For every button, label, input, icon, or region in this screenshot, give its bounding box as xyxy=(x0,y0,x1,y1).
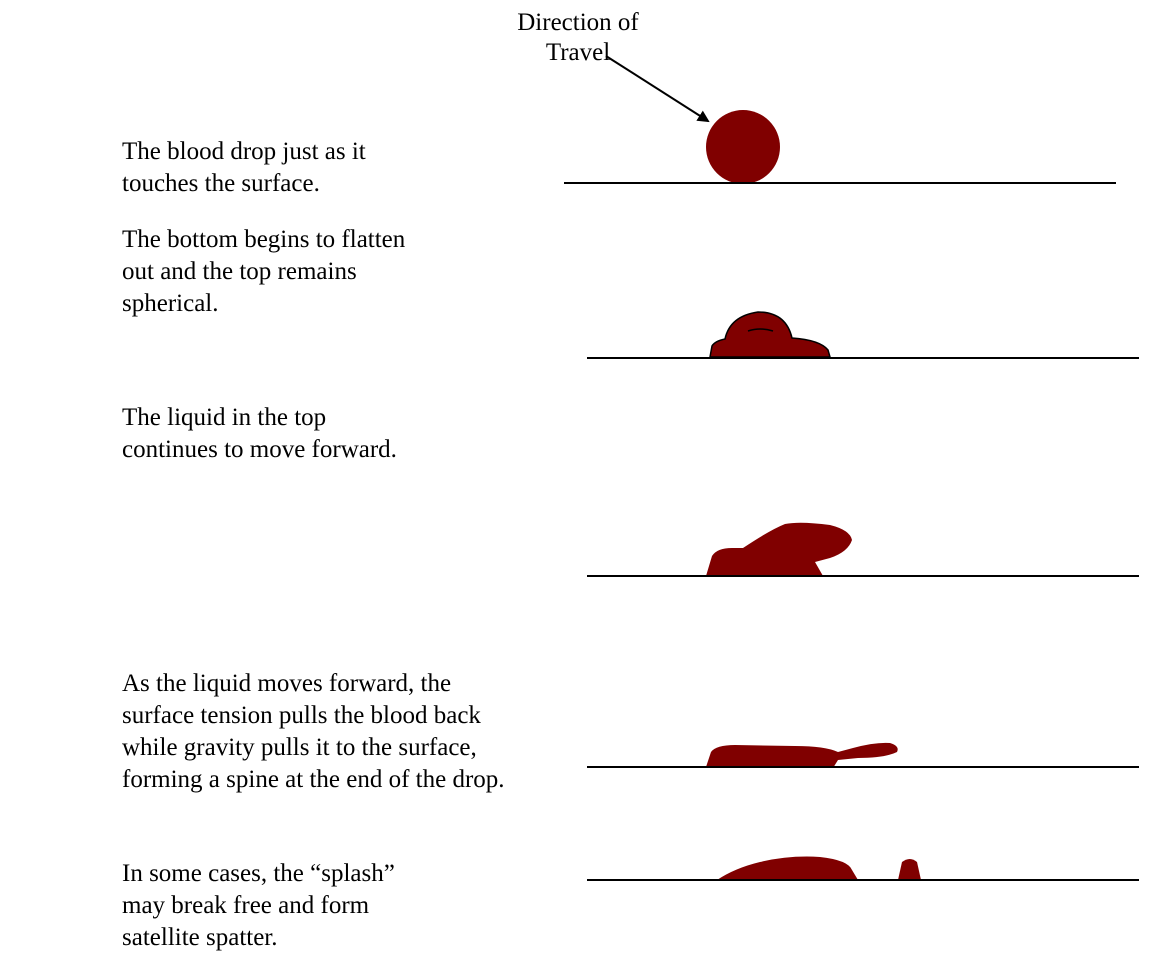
direction-label-line2: Travel xyxy=(545,39,611,66)
blood-drop-forward xyxy=(706,522,852,576)
direction-arrow xyxy=(605,55,710,123)
stage-1-caption: The blood drop just as it touches the su… xyxy=(122,138,366,197)
stage-5-figure xyxy=(587,856,1139,881)
direction-of-travel-label: Direction of Travel xyxy=(488,8,668,68)
stage-4-caption: As the liquid moves forward, the surface… xyxy=(122,670,505,793)
stage-2-caption: The bottom begins to flatten out and the… xyxy=(122,226,406,317)
blood-drop-sphere xyxy=(706,110,780,184)
direction-label-line1: Direction of xyxy=(517,9,639,36)
stage-2-figure xyxy=(587,311,1139,359)
stage-3-caption: The liquid in the top continues to move … xyxy=(122,404,397,463)
stage-4-figure xyxy=(587,742,1139,768)
drop-inner-contour xyxy=(747,328,774,332)
blood-drop-spine xyxy=(706,742,898,768)
stage-3-figure xyxy=(587,522,1139,577)
blood-drop-flattening xyxy=(709,311,831,358)
stage-1-figure xyxy=(564,110,1116,184)
satellite-spatter xyxy=(898,859,921,880)
blood-drop-main-splash xyxy=(717,856,858,880)
